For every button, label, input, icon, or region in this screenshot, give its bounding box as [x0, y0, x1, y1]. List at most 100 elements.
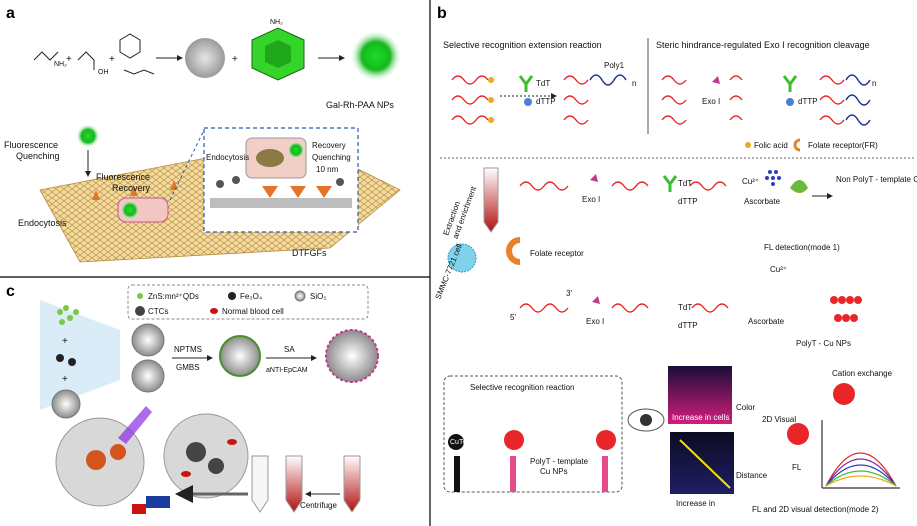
tube-2	[285, 455, 303, 513]
panel-a-letter: a	[6, 5, 15, 22]
vial-pink-2	[602, 456, 608, 492]
dna-strands-top-left	[451, 75, 589, 125]
paa-particle	[185, 38, 225, 78]
fr-legend-icon	[793, 138, 801, 152]
dna-strands-top-right	[661, 75, 845, 125]
folate-receptor-icon	[506, 237, 521, 265]
cute-bubble	[448, 434, 464, 450]
fe-dot-2	[68, 358, 76, 366]
inset-glow-np	[287, 141, 305, 159]
blood-tube	[483, 167, 499, 233]
exo-enzyme-3	[592, 296, 600, 304]
legend-sio2-dot	[294, 290, 306, 302]
selective-box	[443, 375, 623, 493]
label-cation-exchange: Cation exchange	[832, 369, 893, 378]
chem-plus-1: +	[66, 54, 72, 65]
panel-b-letter: b	[437, 5, 447, 22]
legend-box	[127, 284, 369, 320]
label-cu-1: Cu²⁺	[742, 177, 759, 186]
label-3prime: 3'	[566, 289, 572, 298]
exo-enzyme-2	[590, 174, 598, 182]
tube-1	[251, 455, 269, 513]
inset-distance: 10 nm	[316, 165, 339, 174]
folic-legend-dot	[745, 142, 751, 148]
cu-cluster-1	[765, 170, 781, 186]
label-nptms: NPTMS	[174, 345, 202, 354]
inset-triangles	[262, 186, 332, 198]
cdte-bubble-3	[833, 383, 855, 405]
rh-nh2: NH₂	[270, 19, 283, 26]
label-color: Color	[736, 403, 755, 412]
label-tdt-3: TdT	[678, 179, 692, 188]
legend-ctcs: CTCs	[148, 307, 168, 316]
label-anti: aNTI-EpCAM	[266, 367, 308, 374]
label-sa: SA	[284, 345, 295, 354]
label-centrifuge: Centrifuge	[300, 501, 337, 510]
panel-b: b Selective recognition extension reacti…	[434, 5, 917, 514]
chem-plus-2: +	[109, 54, 115, 65]
zoom-circle-2	[163, 413, 249, 499]
label-exo-1: Exo I	[702, 97, 720, 106]
magnet-red	[132, 504, 146, 514]
label-exo-3: Exo I	[586, 317, 604, 326]
legend-sio2: SiO₂	[310, 292, 326, 301]
label-n-1: n	[632, 79, 636, 88]
synth-plus-1: +	[62, 336, 68, 347]
chem-nh2-label: NH₂	[54, 61, 67, 68]
cdte-bubble-4	[787, 423, 809, 445]
label-cute: CuTe	[450, 439, 466, 446]
legend-fr: Folate receptor(FR)	[808, 141, 878, 150]
gal-rh-paa-np	[350, 30, 402, 82]
label-tdt-1: TdT	[536, 79, 550, 88]
smmc-cell	[447, 243, 477, 273]
tube-3	[343, 455, 361, 513]
exo-enzyme-1	[712, 76, 720, 84]
panel-c: c ZnS:mn²⁺QDs Fe₃O₄ SiO₂ CTCs Normal blo…	[6, 283, 379, 514]
top-right-title: Steric hindrance-regulated Exo I recogni…	[656, 40, 870, 50]
selective-box-title: Selective recognition reaction	[470, 383, 575, 392]
functionalized-particle	[219, 335, 261, 377]
composite-1	[131, 323, 165, 357]
label-fl-mode1: FL detection(mode 1)	[764, 243, 840, 252]
label-dttp-1: dTTP	[536, 97, 556, 106]
inset-substrate	[210, 198, 352, 208]
captured-cells	[86, 439, 237, 477]
vial-pink-1	[510, 456, 516, 492]
label-endocytosis: Endocytosis	[18, 218, 67, 228]
eye-iris	[640, 414, 652, 426]
chem-oh-label: OH	[98, 69, 109, 76]
label-dttp-4: dTTP	[678, 321, 698, 330]
dttp-icon-1	[524, 98, 532, 106]
label-dtfgfs: DTFGFs	[292, 248, 327, 258]
polyt-tails-right	[845, 74, 871, 126]
sio2-sphere	[51, 389, 81, 419]
label-ascorbate-2: Ascorbate	[748, 317, 785, 326]
rhodamine-molecule: NH₂	[251, 19, 305, 81]
label-mode2: FL and 2D visual detection(mode 2)	[752, 505, 879, 514]
label-fl: FL	[792, 463, 802, 472]
label-n-2: n	[872, 79, 876, 88]
synth-plus-2: +	[62, 374, 68, 385]
label-increase-in: Increase in	[676, 499, 715, 508]
inset-endocytosis: Endocytosis	[206, 153, 249, 162]
label-ascorbate-1: Ascorbate	[744, 197, 781, 206]
magnet	[146, 496, 170, 508]
legend-fe-dot	[228, 292, 236, 300]
vial-dark	[454, 456, 460, 492]
fe-dot-1	[56, 354, 64, 362]
label-tdt-4: TdT	[678, 303, 692, 312]
top-left-title: Selective recognition extension reaction	[443, 40, 602, 50]
panel-a: a NH₂ OH + + + NH₂ Gal-Rh-PAA NPs	[4, 5, 402, 263]
cdte-bubble-2	[596, 430, 616, 450]
inset-connector	[169, 129, 205, 201]
label-cu-2: Cu²⁺	[770, 265, 787, 274]
synthesis-beam	[40, 300, 120, 410]
cell-glow	[120, 200, 140, 220]
vial-photo-color	[668, 366, 732, 424]
vial-photo-distance	[670, 432, 734, 494]
label-2d-visual: 2D Visual	[762, 415, 796, 424]
cdte-bubble-1	[504, 430, 524, 450]
